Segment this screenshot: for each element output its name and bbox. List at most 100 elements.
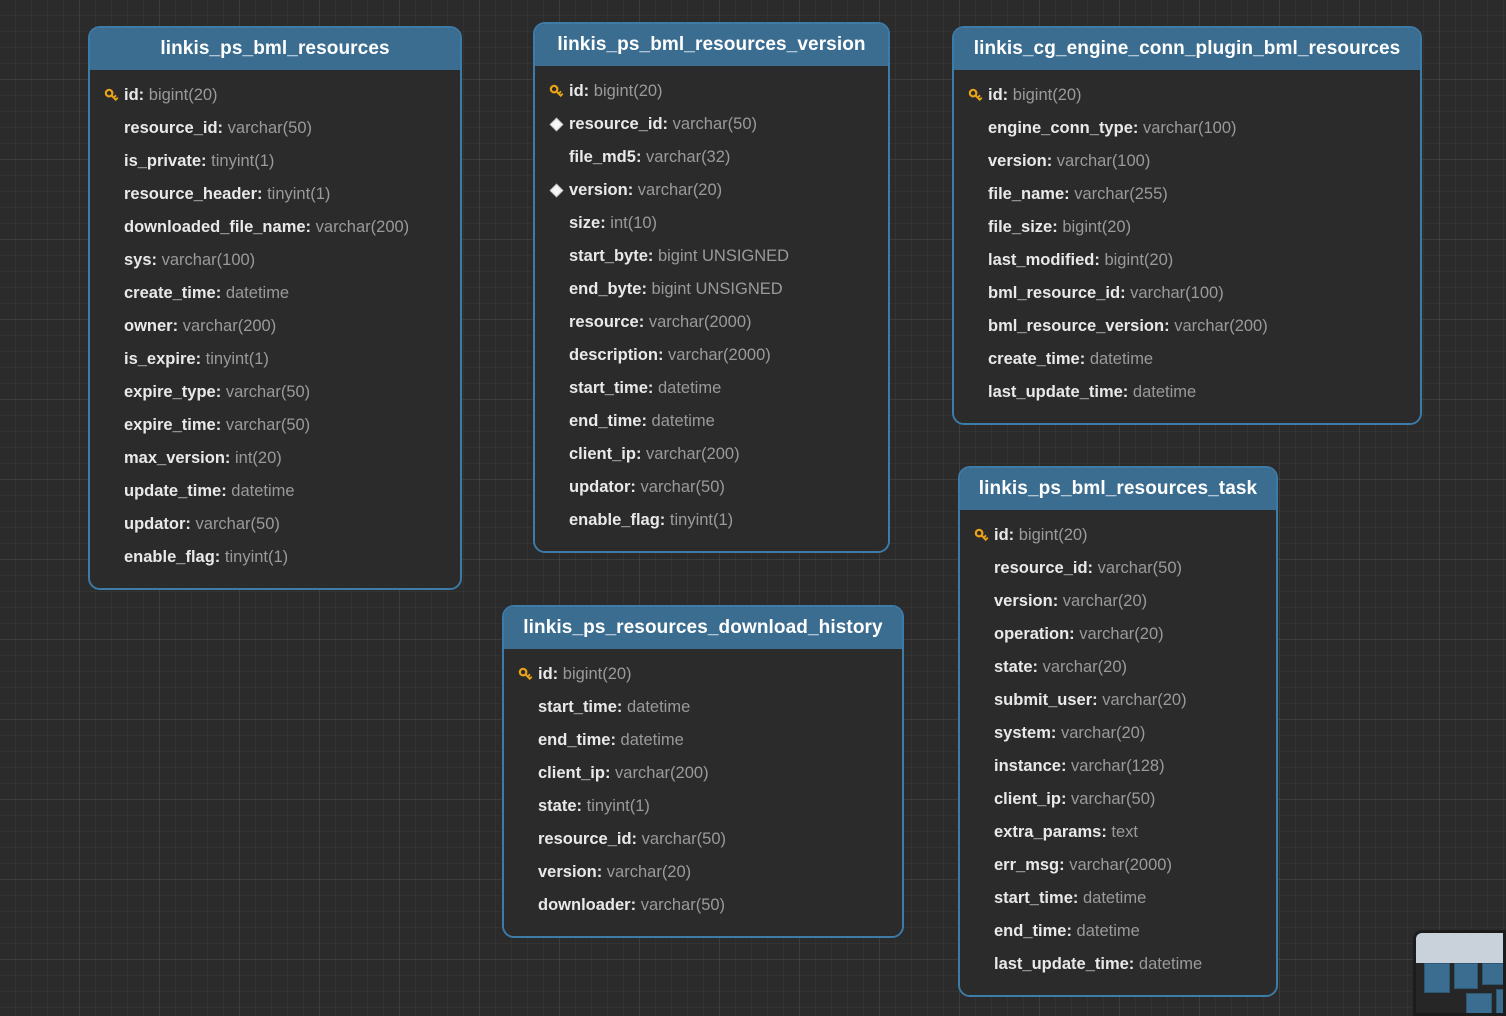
minimap-node — [1454, 963, 1478, 989]
column-icon-placeholder — [968, 922, 994, 942]
entity-column-row[interactable]: resource_header: tinyint(1) — [90, 178, 460, 211]
column-type: varchar(20) — [1062, 593, 1148, 610]
entity-column-row[interactable]: resource_id: varchar(50) — [535, 108, 888, 141]
entity-column-row[interactable]: expire_type: varchar(50) — [90, 376, 460, 409]
entity-column-row[interactable]: end_time: datetime — [960, 915, 1276, 948]
entity-column-row[interactable]: id: bigint(20) — [960, 519, 1276, 552]
entity-column-row[interactable]: last_modified: bigint(20) — [954, 244, 1420, 277]
entity-column-row[interactable]: downloader: varchar(50) — [504, 889, 902, 922]
column-type: bigint(20) — [1104, 252, 1174, 269]
entity-column-row[interactable]: create_time: datetime — [954, 343, 1420, 376]
entity-column-row[interactable]: last_update_time: datetime — [954, 376, 1420, 409]
entity-column-row[interactable]: owner: varchar(200) — [90, 310, 460, 343]
entity-column-row[interactable]: enable_flag: tinyint(1) — [535, 504, 888, 537]
column-type: varchar(50) — [225, 417, 311, 434]
column-name: start_byte — [569, 248, 648, 265]
entity-column-row[interactable]: extra_params: text — [960, 816, 1276, 849]
column-icon-placeholder — [962, 185, 988, 205]
entity-column-row[interactable]: id: bigint(20) — [535, 75, 888, 108]
column-type: varchar(50) — [641, 831, 727, 848]
column-type: varchar(100) — [1142, 120, 1237, 137]
entity-column-row[interactable]: state: varchar(20) — [960, 651, 1276, 684]
entity-column-row[interactable]: id: bigint(20) — [504, 658, 902, 691]
entity-column-list: id: bigint(20)resource_id: varchar(50)fi… — [535, 66, 888, 551]
entity-column-row[interactable]: version: varchar(100) — [954, 145, 1420, 178]
column-name: version — [988, 153, 1047, 170]
entity-column-row[interactable]: file_md5: varchar(32) — [535, 141, 888, 174]
entity-column-row[interactable]: updator: varchar(50) — [535, 471, 888, 504]
entity-column-row[interactable]: engine_conn_type: varchar(100) — [954, 112, 1420, 145]
column-name: downloaded_file_name — [124, 219, 306, 236]
column-type: varchar(200) — [1174, 318, 1268, 335]
entity-column-row[interactable]: id: bigint(20) — [954, 79, 1420, 112]
column-text: start_time: datetime — [569, 380, 721, 397]
entity-column-row[interactable]: start_time: datetime — [504, 691, 902, 724]
entity-column-row[interactable]: state: tinyint(1) — [504, 790, 902, 823]
minimap-panel[interactable] — [1413, 930, 1506, 1016]
entity-column-row[interactable]: instance: varchar(128) — [960, 750, 1276, 783]
entity-column-row[interactable]: id: bigint(20) — [90, 79, 460, 112]
entity-column-row[interactable]: expire_time: varchar(50) — [90, 409, 460, 442]
entity-column-row[interactable]: create_time: datetime — [90, 277, 460, 310]
column-icon-placeholder — [543, 511, 569, 531]
entity-column-row[interactable]: err_msg: varchar(2000) — [960, 849, 1276, 882]
entity-column-row[interactable]: end_byte: bigint UNSIGNED — [535, 273, 888, 306]
column-separator: : — [201, 153, 212, 170]
minimap-viewport[interactable] — [1416, 963, 1503, 1013]
entity-column-row[interactable]: resource_id: varchar(50) — [960, 552, 1276, 585]
entity-column-row[interactable]: end_time: datetime — [504, 724, 902, 757]
entity-column-row[interactable]: is_expire: tinyint(1) — [90, 343, 460, 376]
entity-column-row[interactable]: resource_id: varchar(50) — [90, 112, 460, 145]
entity-column-row[interactable]: operation: varchar(20) — [960, 618, 1276, 651]
minimap-header[interactable] — [1416, 933, 1503, 963]
entity-column-row[interactable]: start_byte: bigint UNSIGNED — [535, 240, 888, 273]
column-text: state: varchar(20) — [994, 659, 1127, 676]
entity-column-row[interactable]: system: varchar(20) — [960, 717, 1276, 750]
column-text: downloader: varchar(50) — [538, 897, 725, 914]
entity-column-row[interactable]: end_time: datetime — [535, 405, 888, 438]
entity-column-row[interactable]: file_name: varchar(255) — [954, 178, 1420, 211]
entity-column-row[interactable]: version: varchar(20) — [504, 856, 902, 889]
entity-column-row[interactable]: updator: varchar(50) — [90, 508, 460, 541]
entity-column-row[interactable]: version: varchar(20) — [535, 174, 888, 207]
entity-column-row[interactable]: size: int(10) — [535, 207, 888, 240]
column-text: updator: varchar(50) — [569, 479, 725, 496]
entity-column-row[interactable]: resource_id: varchar(50) — [504, 823, 902, 856]
column-text: start_time: datetime — [994, 890, 1146, 907]
entity-column-row[interactable]: max_version: int(20) — [90, 442, 460, 475]
column-icon-placeholder — [962, 218, 988, 238]
entity-column-row[interactable]: update_time: datetime — [90, 475, 460, 508]
entity-column-row[interactable]: is_private: tinyint(1) — [90, 145, 460, 178]
entity-column-row[interactable]: client_ip: varchar(50) — [960, 783, 1276, 816]
entity-column-row[interactable]: start_time: datetime — [535, 372, 888, 405]
column-name: id — [569, 83, 584, 100]
column-type: text — [1111, 824, 1139, 841]
column-name: owner — [124, 318, 173, 335]
entity-column-row[interactable]: sys: varchar(100) — [90, 244, 460, 277]
entity-column-row[interactable]: submit_user: varchar(20) — [960, 684, 1276, 717]
entity-column-row[interactable]: description: varchar(2000) — [535, 339, 888, 372]
entity-column-row[interactable]: bml_resource_id: varchar(100) — [954, 277, 1420, 310]
column-separator: : — [217, 120, 228, 137]
entity-column-row[interactable]: enable_flag: tinyint(1) — [90, 541, 460, 574]
entity-column-row[interactable]: resource: varchar(2000) — [535, 306, 888, 339]
column-separator: : — [604, 765, 616, 782]
entity-column-row[interactable]: start_time: datetime — [960, 882, 1276, 915]
column-name: extra_params — [994, 824, 1102, 841]
entity-column-row[interactable]: bml_resource_version: varchar(200) — [954, 310, 1420, 343]
entity-column-row[interactable]: client_ip: varchar(200) — [504, 757, 902, 790]
entity-column-row[interactable]: downloaded_file_name: varchar(200) — [90, 211, 460, 244]
entity-table[interactable]: linkis_cg_engine_conn_plugin_bml_resourc… — [952, 26, 1422, 425]
column-name: enable_flag — [124, 549, 215, 566]
entity-column-row[interactable]: client_ip: varchar(200) — [535, 438, 888, 471]
diamond-icon — [543, 181, 569, 201]
entity-column-row[interactable]: version: varchar(20) — [960, 585, 1276, 618]
entity-column-row[interactable]: file_size: bigint(20) — [954, 211, 1420, 244]
entity-column-row[interactable]: last_update_time: datetime — [960, 948, 1276, 981]
